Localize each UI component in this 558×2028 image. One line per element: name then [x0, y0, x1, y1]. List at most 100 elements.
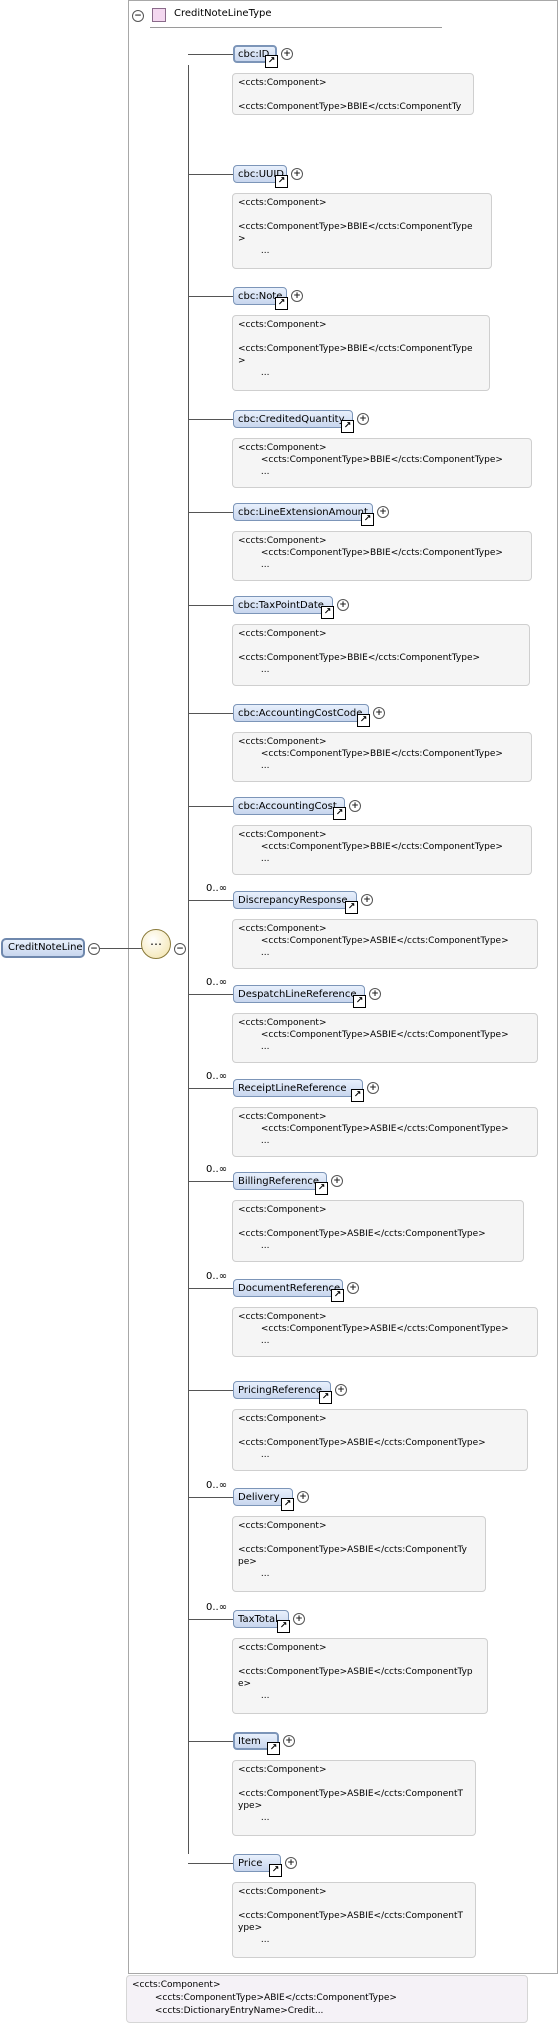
expand-icon[interactable]: + [281, 48, 293, 60]
sequence-compositor-icon[interactable]: ⋯ [141, 929, 171, 959]
element-node[interactable]: ReceiptLineReference [233, 1079, 363, 1097]
jump-link-icon[interactable]: ↗ [267, 1742, 280, 1755]
jump-link-icon[interactable]: ↗ [315, 1182, 328, 1195]
connector-17 [188, 1863, 233, 1864]
element-node[interactable]: cbc:AccountingCost [233, 797, 345, 815]
element-node[interactable]: cbc:Note [233, 287, 287, 305]
title-underline [150, 27, 442, 28]
annotation-card: <ccts:Component> <ccts:ComponentType>BBI… [232, 193, 492, 269]
annotation-card: <ccts:Component> <ccts:ComponentType>ASB… [232, 1013, 538, 1063]
collapse-sequence-icon[interactable]: − [174, 943, 186, 955]
annotation-card: <ccts:Component> <ccts:ComponentType>ASB… [232, 1307, 538, 1357]
occurrence-label: 0..∞ [206, 1071, 228, 1082]
connector-6 [188, 713, 233, 714]
jump-link-icon[interactable]: ↗ [269, 1864, 282, 1877]
annotation-card: <ccts:Component> <ccts:ComponentType>ASB… [232, 1516, 486, 1592]
expand-icon[interactable]: + [357, 413, 369, 425]
annotation-card: <ccts:Component> <ccts:ComponentType>BBI… [232, 531, 532, 581]
connector-9 [188, 994, 233, 995]
element-node[interactable]: TaxTotal [233, 1610, 289, 1628]
connector-13 [188, 1390, 233, 1391]
jump-link-icon[interactable]: ↗ [321, 606, 334, 619]
connector-1 [188, 174, 233, 175]
annotation-card: <ccts:Component> <ccts:ComponentType>ASB… [232, 1638, 488, 1714]
jump-link-icon[interactable]: ↗ [353, 995, 366, 1008]
element-node[interactable]: cbc:TaxPointDate [233, 596, 333, 614]
connector-2 [188, 296, 233, 297]
jump-link-icon[interactable]: ↗ [277, 1620, 290, 1633]
expand-icon[interactable]: + [291, 290, 303, 302]
expand-icon[interactable]: + [331, 1175, 343, 1187]
expand-icon[interactable]: + [361, 894, 373, 906]
occurrence-label: 0..∞ [206, 883, 228, 894]
connector-5 [188, 605, 233, 606]
annotation-card: <ccts:Component> <ccts:ComponentType>BBI… [232, 438, 532, 488]
occurrence-label: 0..∞ [206, 1271, 228, 1282]
annotation-card: <ccts:Component> <ccts:ComponentType>ASB… [232, 1409, 528, 1471]
annotation-card: <ccts:Component> <ccts:ComponentType>BBI… [232, 315, 490, 391]
collapse-type-icon[interactable]: − [132, 10, 144, 22]
jump-link-icon[interactable]: ↗ [357, 714, 370, 727]
jump-link-icon[interactable]: ↗ [265, 55, 278, 68]
element-node[interactable]: Delivery [233, 1488, 293, 1506]
annotation-card: <ccts:Component> <ccts:ComponentType>BBI… [232, 732, 532, 782]
connector-0 [188, 54, 233, 55]
jump-link-icon[interactable]: ↗ [345, 901, 358, 914]
expand-icon[interactable]: + [293, 1613, 305, 1625]
connector-10 [188, 1088, 233, 1089]
expand-icon[interactable]: + [373, 707, 385, 719]
jump-link-icon[interactable]: ↗ [333, 807, 346, 820]
sequence-spine [188, 65, 189, 1854]
occurrence-label: 0..∞ [206, 977, 228, 988]
connector-16 [188, 1741, 233, 1742]
jump-link-icon[interactable]: ↗ [341, 420, 354, 433]
jump-link-icon[interactable]: ↗ [319, 1391, 332, 1404]
element-node[interactable]: cbc:LineExtensionAmount [233, 503, 373, 521]
connector-12 [188, 1288, 233, 1289]
expand-icon[interactable]: + [283, 1735, 295, 1747]
complex-type-icon [152, 8, 166, 22]
root-connector [100, 948, 142, 949]
expand-icon[interactable]: + [347, 1282, 359, 1294]
expand-icon[interactable]: + [337, 599, 349, 611]
connector-4 [188, 512, 233, 513]
jump-link-icon[interactable]: ↗ [281, 1498, 294, 1511]
element-node[interactable]: DespatchLineReference [233, 985, 365, 1003]
annotation-card: <ccts:Component> <ccts:ComponentType>ASB… [232, 1107, 538, 1157]
expand-icon[interactable]: + [367, 1082, 379, 1094]
annotation-card: <ccts:Component> <ccts:ComponentType>ASB… [232, 919, 538, 969]
connector-15 [188, 1619, 233, 1620]
expand-icon[interactable]: + [369, 988, 381, 1000]
type-title: CreditNoteLineType [174, 8, 272, 19]
occurrence-label: 0..∞ [206, 1602, 228, 1613]
expand-icon[interactable]: + [349, 800, 361, 812]
root-element[interactable]: CreditNoteLine [1, 938, 85, 958]
collapse-root-icon[interactable]: − [88, 943, 100, 955]
annotation-card: <ccts:Component> <ccts:ComponentType>ASB… [232, 1882, 476, 1958]
annotation-card: <ccts:Component> <ccts:ComponentType>BBI… [232, 624, 530, 686]
expand-icon[interactable]: + [297, 1491, 309, 1503]
expand-icon[interactable]: + [377, 506, 389, 518]
expand-icon[interactable]: + [285, 1857, 297, 1869]
expand-icon[interactable]: + [291, 168, 303, 180]
connector-14 [188, 1497, 233, 1498]
jump-link-icon[interactable]: ↗ [275, 175, 288, 188]
occurrence-label: 0..∞ [206, 1164, 228, 1175]
element-node[interactable]: PricingReference [233, 1381, 331, 1399]
element-node[interactable]: cbc:CreditedQuantity [233, 410, 353, 428]
element-node[interactable]: cbc:UUID [233, 165, 287, 183]
element-node[interactable]: cbc:AccountingCostCode [233, 704, 369, 722]
jump-link-icon[interactable]: ↗ [331, 1289, 344, 1302]
type-annotation: <ccts:Component> <ccts:ComponentType>ABI… [126, 1975, 528, 2023]
connector-11 [188, 1181, 233, 1182]
connector-3 [188, 419, 233, 420]
jump-link-icon[interactable]: ↗ [275, 297, 288, 310]
jump-link-icon[interactable]: ↗ [351, 1089, 364, 1102]
element-node[interactable]: BillingReference [233, 1172, 327, 1190]
jump-link-icon[interactable]: ↗ [361, 513, 374, 526]
element-node[interactable]: DiscrepancyResponse [233, 891, 357, 909]
annotation-card: <ccts:Component> <ccts:ComponentType>ASB… [232, 1760, 476, 1836]
annotation-card: <ccts:Component> <ccts:ComponentType>BBI… [232, 73, 474, 115]
element-node[interactable]: DocumentReference [233, 1279, 343, 1297]
expand-icon[interactable]: + [335, 1384, 347, 1396]
